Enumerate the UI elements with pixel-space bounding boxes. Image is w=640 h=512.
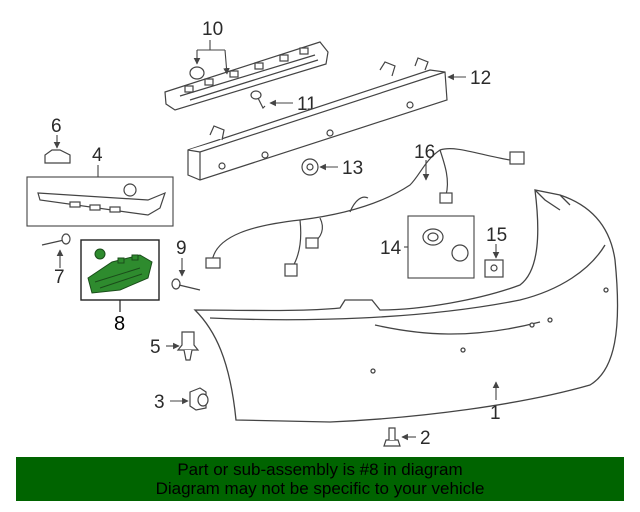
part-9-bolt [171,278,201,291]
part-4-box [26,176,174,227]
part-14-sensor [422,228,469,262]
part-15-retainer [484,259,504,278]
part-8-assembly[interactable] [87,248,153,294]
callout-16[interactable]: 16 [414,142,435,163]
callout-4[interactable]: 4 [92,145,103,166]
part-2-push-pin [383,427,401,447]
part-6-clip [44,149,71,164]
banner-line-1: Part or sub-assembly is #8 in diagram [177,460,463,479]
part-13-nut [301,158,319,176]
part-12-impact-bar [187,57,448,181]
callout-2[interactable]: 2 [420,428,431,449]
callout-13[interactable]: 13 [342,158,363,179]
callout-10-leader [197,40,230,75]
callout-10[interactable]: 10 [202,19,223,40]
callout-9[interactable]: 9 [176,238,187,259]
callout-5[interactable]: 5 [150,337,161,358]
callout-8[interactable]: 8 [114,313,125,335]
callout-6[interactable]: 6 [51,116,62,137]
part-5-clip [176,331,200,361]
part-4-bracket [37,183,166,216]
part-11-bolt [250,90,266,110]
part-7-screw [41,233,71,246]
part-10-bracket [164,41,329,111]
part-10-clip [189,66,205,80]
info-banner: Part or sub-assembly is #8 in diagram Di… [16,457,624,501]
callout-15[interactable]: 15 [486,225,507,246]
part-1-bumper-fascia [193,189,619,423]
part-3-grommet [189,387,209,411]
callout-7[interactable]: 7 [54,267,65,288]
callout-14[interactable]: 14 [380,238,402,259]
banner-line-2: Diagram may not be specific to your vehi… [155,479,485,498]
part-16-wiring-harness [205,148,525,277]
callout-12[interactable]: 12 [470,68,491,89]
callout-3[interactable]: 3 [154,392,165,413]
callout-1[interactable]: 1 [490,403,501,424]
